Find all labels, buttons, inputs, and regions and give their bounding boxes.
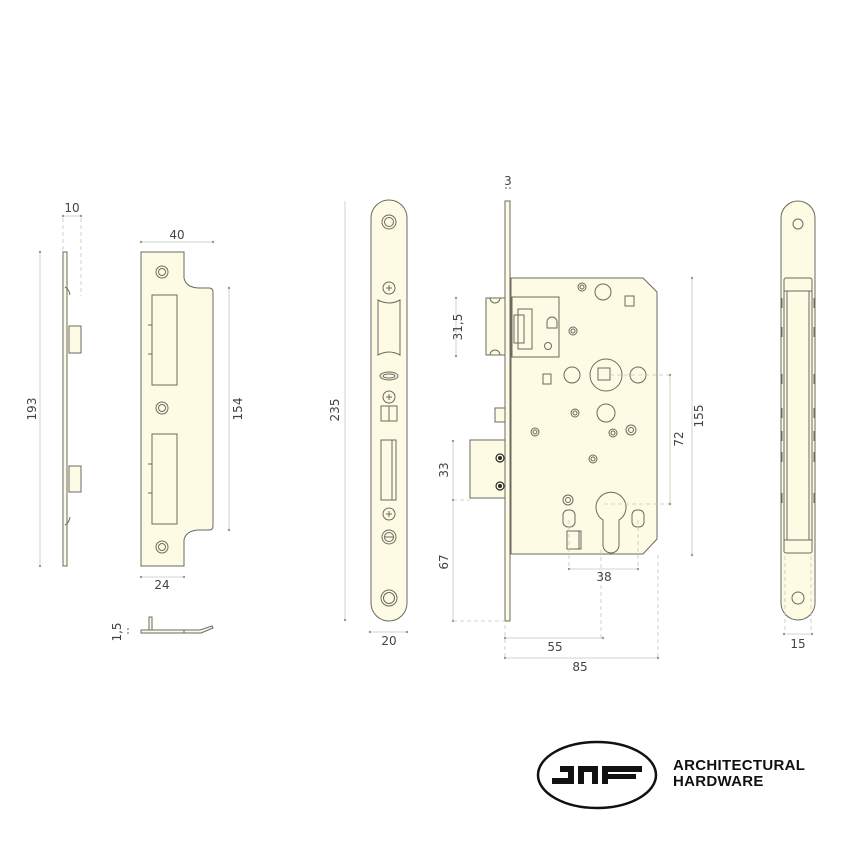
dim-strike-side-height: 193 xyxy=(25,398,39,421)
logo-line-1: ARCHITECTURAL xyxy=(673,757,806,774)
dim-case-depth: 85 xyxy=(572,660,587,674)
edge-view xyxy=(780,200,816,636)
dim-strike-height: 154 xyxy=(231,398,245,421)
dim-fixing-spacing: 38 xyxy=(596,570,611,584)
dim-strike-thickness: 1,5 xyxy=(110,622,124,641)
dim-strike-bottom-width: 24 xyxy=(154,578,169,592)
jnf-logo xyxy=(536,740,658,810)
lock-body-view xyxy=(451,187,694,660)
logo-line-2: HARDWARE xyxy=(673,773,764,790)
dim-strike-side-width: 10 xyxy=(64,201,79,215)
dim-faceplate-width: 20 xyxy=(381,634,396,648)
dim-backset: 55 xyxy=(547,640,562,654)
dim-bottom-offset: 67 xyxy=(437,554,451,569)
dim-centre-distance: 72 xyxy=(672,431,686,446)
strike-front-view xyxy=(139,240,231,579)
logo-tagline: ARCHITECTURAL HARDWARE xyxy=(673,758,805,790)
strike-profile-view xyxy=(127,616,214,634)
faceplate-view xyxy=(343,199,409,634)
strike-side-view xyxy=(38,214,83,568)
dim-edge-width: 15 xyxy=(790,637,805,651)
dim-faceplate-thickness: 3 xyxy=(504,174,512,188)
dim-strike-top-width: 40 xyxy=(169,228,184,242)
dim-case-height: 155 xyxy=(692,405,706,428)
dim-deadbolt-height: 33 xyxy=(437,462,451,477)
dim-faceplate-height: 235 xyxy=(328,399,342,422)
dim-latch-height: 31,5 xyxy=(451,314,465,341)
